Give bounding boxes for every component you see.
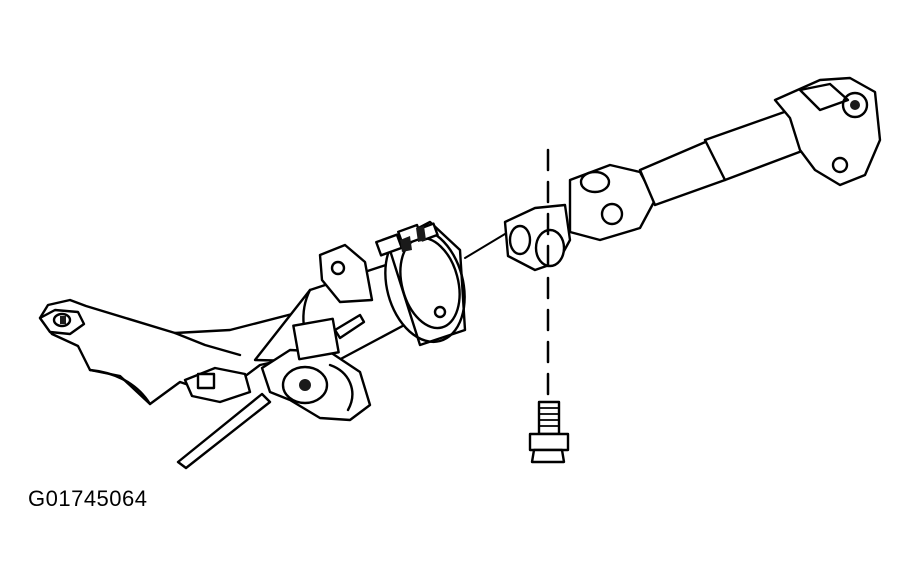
shift-rod	[176, 392, 272, 470]
intermediate-yoke	[568, 163, 657, 242]
u-joint-coupling	[503, 203, 572, 272]
wiring-connector	[183, 366, 252, 404]
gear-flange	[375, 220, 467, 347]
figure-id-label: G01745064	[28, 486, 148, 511]
mounting-flange	[318, 243, 374, 304]
support-bracket	[38, 298, 332, 406]
pinch-bolt	[528, 400, 570, 464]
intermediate-shaft	[638, 108, 812, 207]
switch-housing	[260, 313, 372, 422]
